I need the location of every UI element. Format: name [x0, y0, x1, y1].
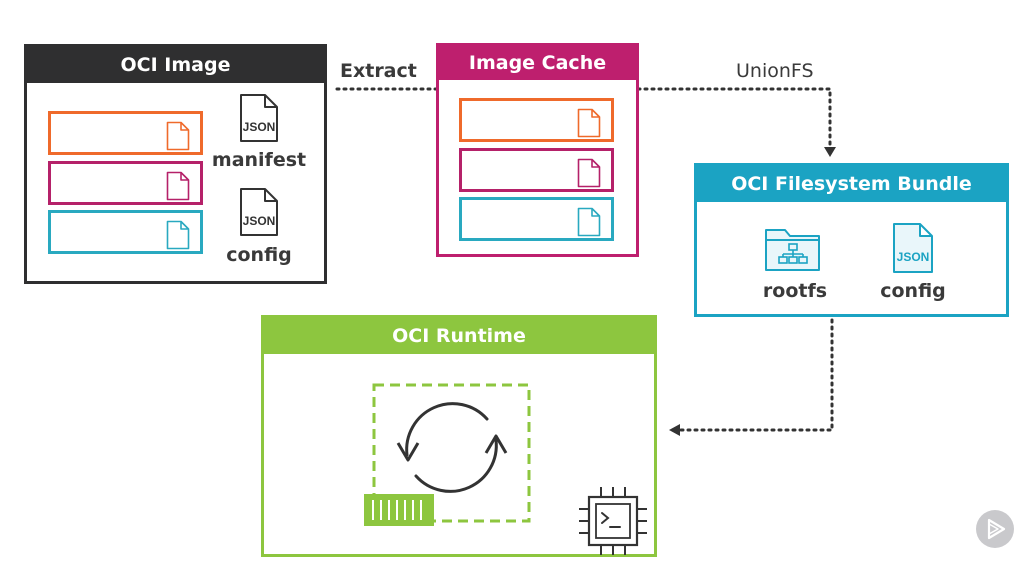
- cpu-terminal-icon: [579, 487, 647, 555]
- image-cache-box: Image Cache: [436, 43, 639, 257]
- play-icon[interactable]: [975, 509, 1015, 549]
- file-icon: [166, 171, 190, 201]
- image-cache-header: Image Cache: [439, 46, 636, 80]
- arrowhead-left: [669, 424, 680, 436]
- oci-image-box: OCI Image JSON manifest JSON config: [24, 44, 327, 284]
- sync-icon: [405, 402, 498, 493]
- runtime-container-area: [364, 383, 531, 526]
- oci-image-config-label: config: [226, 244, 292, 266]
- cache-layer-magenta: [459, 148, 614, 192]
- folder-tree-icon: [765, 229, 820, 271]
- runtime-header: OCI Runtime: [264, 318, 654, 354]
- json-badge: JSON: [897, 250, 930, 264]
- file-icon: [577, 108, 601, 138]
- bundle-runtime-connector: [678, 318, 834, 432]
- json-file-icon: JSON: [240, 94, 278, 142]
- runtime-title: OCI Runtime: [392, 325, 526, 347]
- json-file-icon: JSON: [240, 188, 278, 236]
- extract-label: Extract: [340, 60, 417, 82]
- image-layer-orange: [48, 111, 203, 155]
- unionfs-label: UnionFS: [736, 60, 814, 82]
- file-icon: [166, 220, 190, 250]
- file-icon: [577, 158, 601, 188]
- bundle-config-label: config: [880, 280, 946, 302]
- arrowhead-down: [824, 147, 836, 157]
- file-icon: [166, 121, 190, 151]
- rootfs-label: rootfs: [762, 280, 828, 302]
- container-dashed-outline: [372, 383, 531, 523]
- image-layer-teal: [48, 210, 203, 254]
- bundle-header: OCI Filesystem Bundle: [697, 166, 1006, 202]
- json-badge: JSON: [243, 214, 276, 228]
- manifest-label: manifest: [211, 149, 307, 171]
- container-icon: [364, 494, 434, 526]
- bundle-title: OCI Filesystem Bundle: [731, 173, 972, 195]
- json-file-icon: JSON: [893, 223, 933, 273]
- filesystem-bundle-box: OCI Filesystem Bundle rootfs JSON config: [694, 163, 1009, 317]
- cache-layer-orange: [459, 98, 614, 142]
- oci-image-header: OCI Image: [27, 47, 324, 83]
- cache-layer-teal: [459, 197, 614, 241]
- json-badge: JSON: [243, 120, 276, 134]
- oci-image-title: OCI Image: [120, 54, 231, 76]
- file-icon: [577, 207, 601, 237]
- image-layer-magenta: [48, 161, 203, 205]
- oci-runtime-box: OCI Runtime: [261, 315, 657, 557]
- image-cache-title: Image Cache: [468, 52, 607, 74]
